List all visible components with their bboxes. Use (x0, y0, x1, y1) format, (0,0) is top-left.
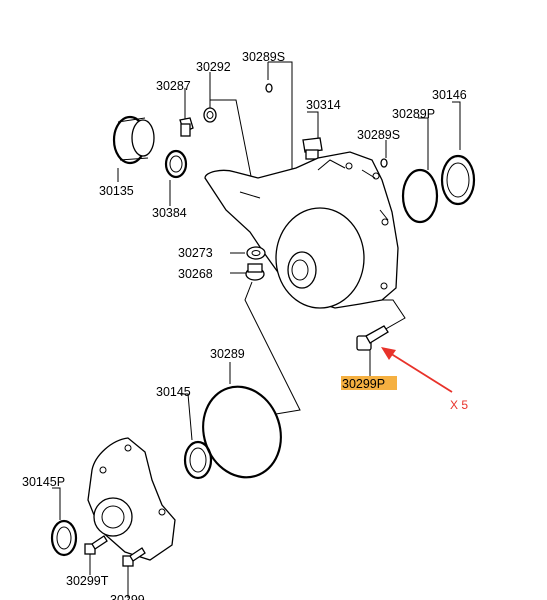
seal-30384 (164, 149, 188, 179)
seal-30145 (183, 440, 213, 480)
seal-30146 (440, 154, 476, 206)
lower-cover (87, 437, 176, 561)
o-ring-30289P (401, 168, 439, 224)
o-ring-30289S-right (380, 158, 388, 168)
label-30384: 30384 (152, 206, 187, 220)
label-30289: 30289 (210, 347, 245, 361)
gasket-30289 (202, 385, 282, 479)
part-labels: 30289S 30292 30287 30314 30146 30289P 30… (22, 50, 468, 600)
bolt-30299T (84, 535, 108, 555)
sensor-30314 (302, 137, 323, 160)
quantity-note: X 5 (450, 398, 468, 412)
label-30292: 30292 (196, 60, 231, 74)
label-30299P: 30299P (342, 377, 385, 391)
label-30146: 30146 (432, 88, 467, 102)
bolt-30299P (356, 325, 389, 351)
washer-30292 (203, 107, 217, 123)
label-30289P: 30289P (392, 107, 435, 121)
plug-30268 (245, 263, 265, 281)
label-bottom-partial: 30299 (110, 593, 145, 600)
o-ring-30289S-top (265, 83, 273, 93)
sleeve-30135 (112, 115, 155, 165)
leader-lines (52, 61, 461, 598)
highlight-30299P (341, 376, 397, 390)
washer-30273 (246, 246, 266, 260)
label-30135: 30135 (99, 184, 134, 198)
red-arrow (381, 347, 453, 393)
label-30273: 30273 (178, 246, 213, 260)
label-30268: 30268 (178, 267, 213, 281)
label-30287: 30287 (156, 79, 191, 93)
label-30314: 30314 (306, 98, 341, 112)
bolt-30287 (179, 117, 194, 137)
bolt-bottom (122, 547, 146, 567)
label-30289S-top: 30289S (242, 50, 285, 64)
seal-30145P (50, 519, 78, 557)
housing-assembly (204, 151, 399, 309)
label-30145P: 30145P (22, 475, 65, 489)
label-30289S-right: 30289S (357, 128, 400, 142)
label-30145: 30145 (156, 385, 191, 399)
label-30299T: 30299T (66, 574, 109, 588)
